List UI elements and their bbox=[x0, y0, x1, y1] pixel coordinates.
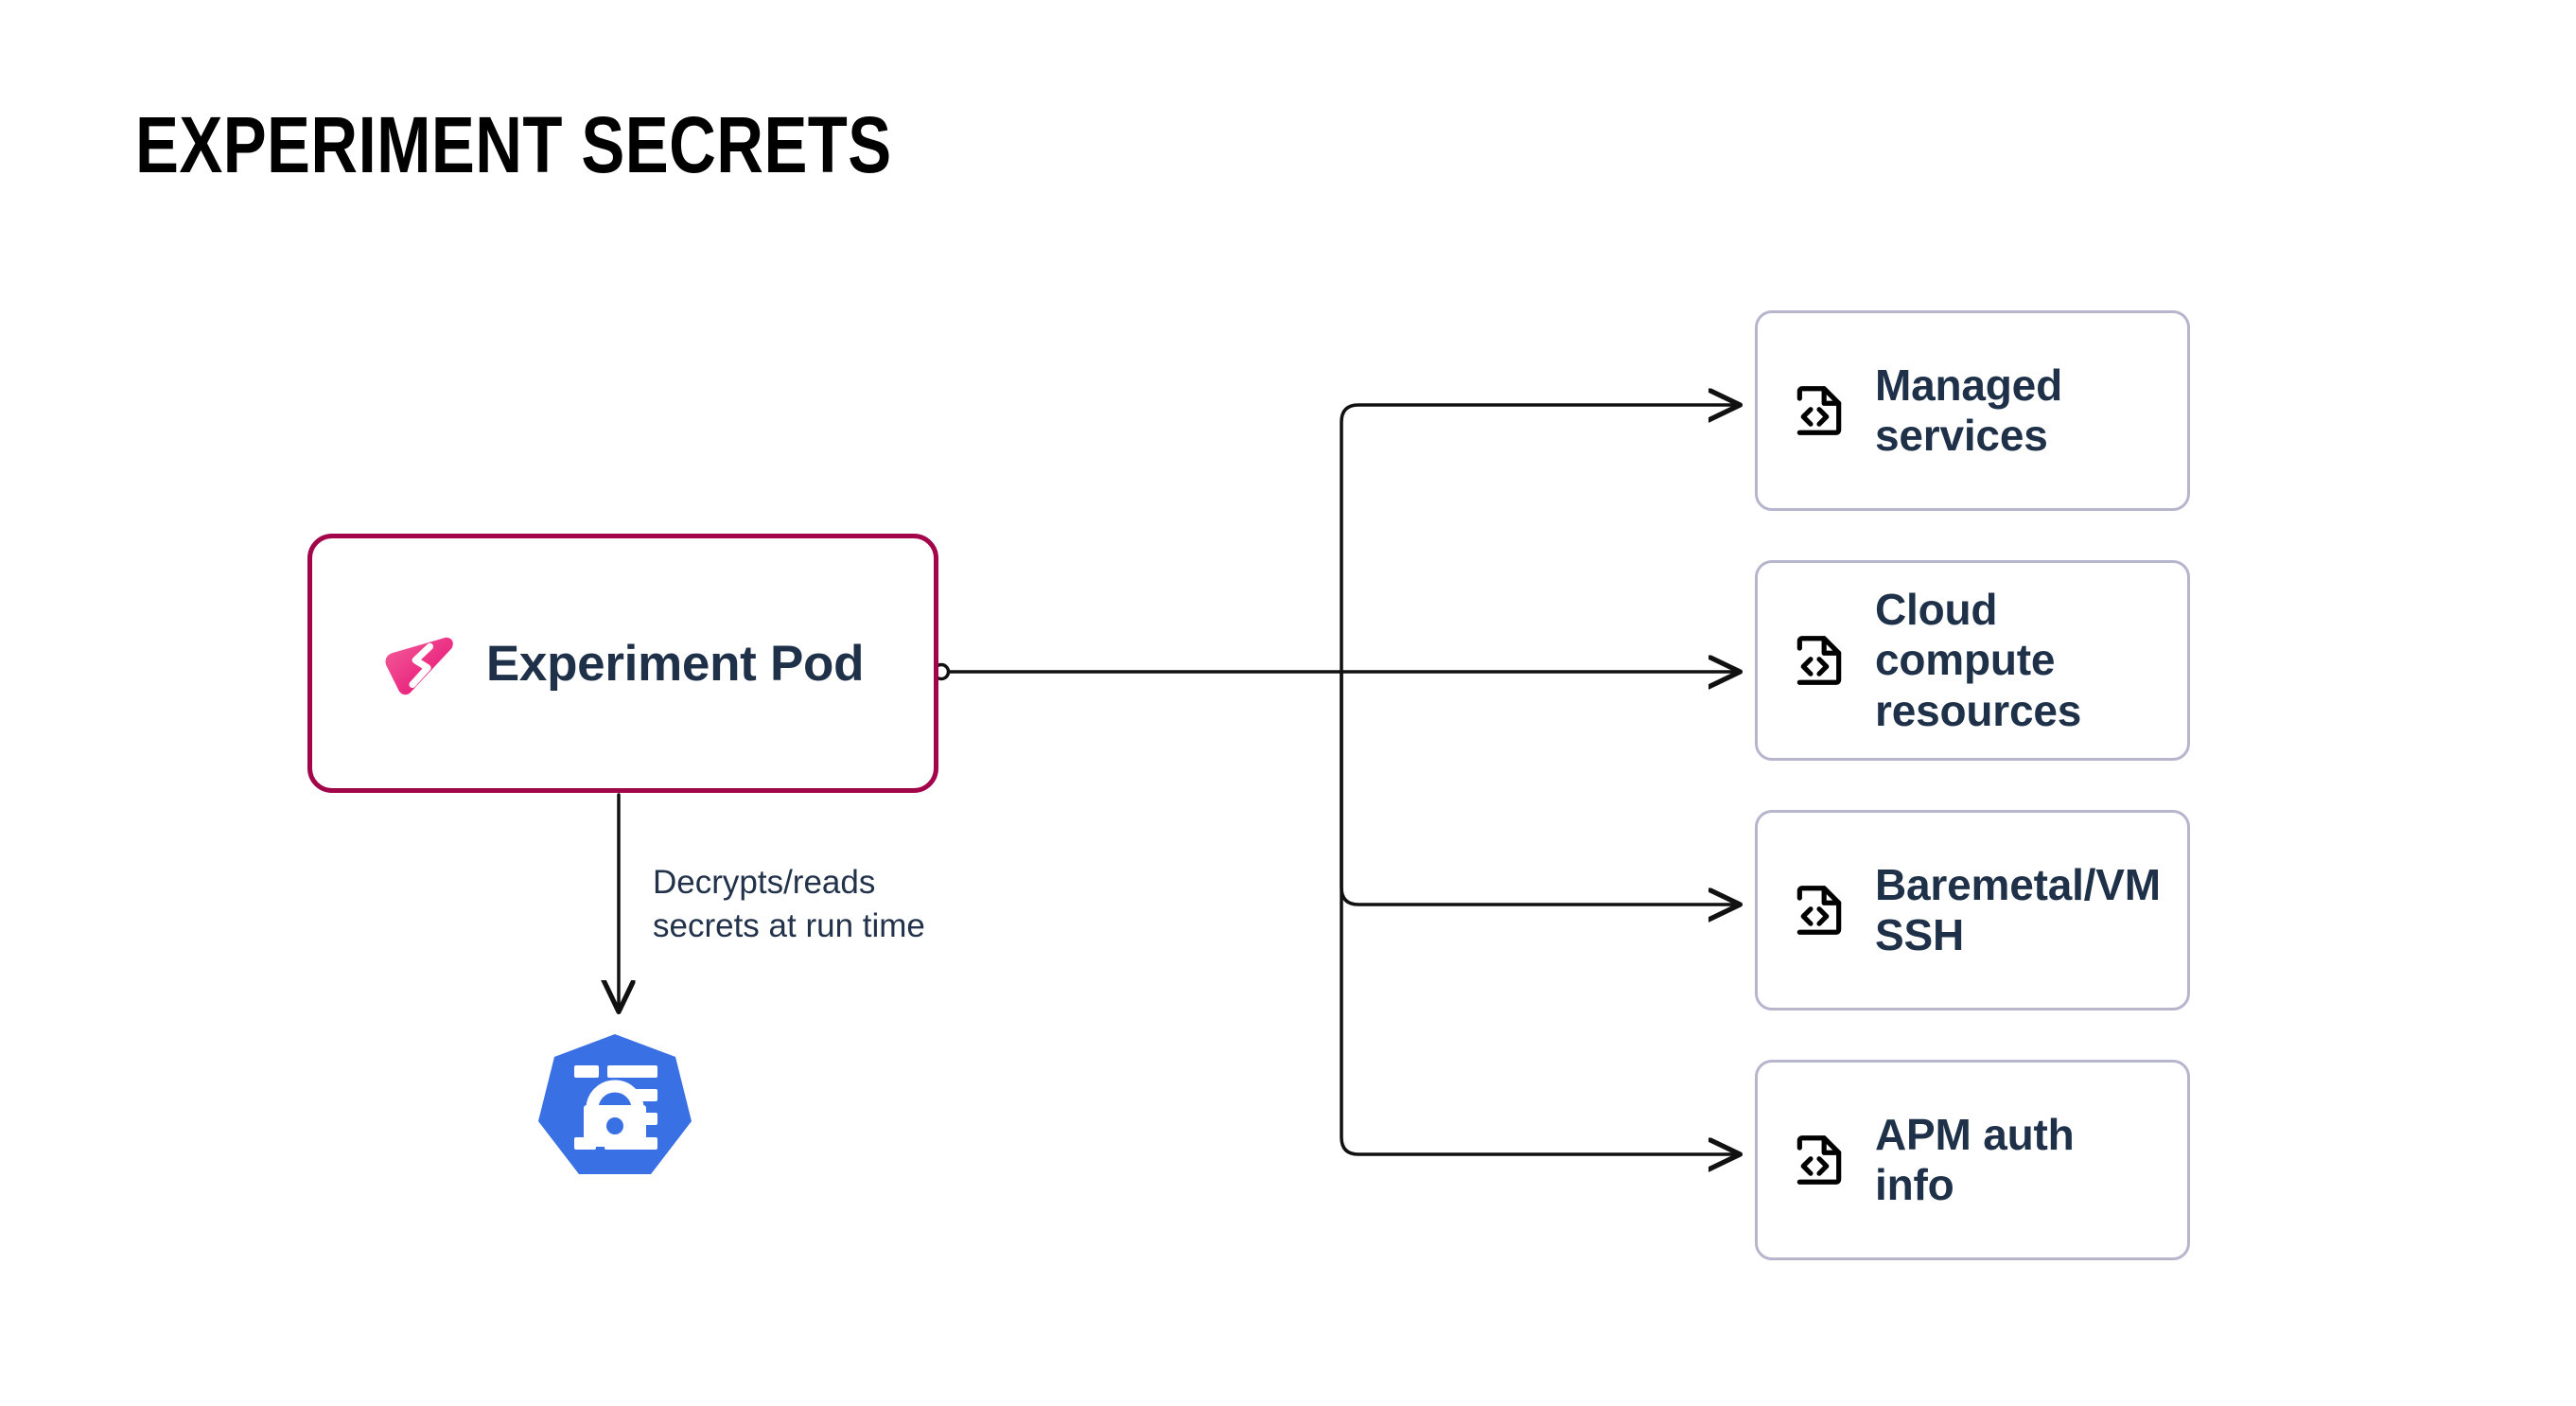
edge-trunk-to-target-2 bbox=[1340, 670, 1739, 905]
target-card-label-line-1: APM auth info bbox=[1875, 1109, 2075, 1209]
experiment-pod-label: Experiment Pod bbox=[485, 635, 865, 692]
target-card-label-line-1: Managed bbox=[1875, 360, 2062, 410]
target-card-label-line-2: SSH bbox=[1875, 910, 1964, 959]
kubernetes-secret-node[interactable]: secret secret bbox=[535, 1031, 694, 1221]
edge-trunk-to-target-3 bbox=[1340, 670, 1739, 1154]
kubernetes-secret-icon: secret bbox=[538, 1034, 692, 1216]
target-card-label: Cloud compute resources bbox=[1875, 585, 2164, 736]
target-card-label-line-2: services bbox=[1875, 411, 2048, 460]
file-code-icon bbox=[1796, 886, 1842, 935]
svg-text:secret: secret bbox=[576, 1185, 654, 1216]
target-card-label-line-1: Cloud compute bbox=[1875, 584, 2056, 685]
target-card-cloud-compute-resources[interactable]: Cloud compute resources bbox=[1755, 560, 2190, 761]
target-card-baremetal-vm-ssh[interactable]: Baremetal/VM SSH bbox=[1755, 810, 2190, 1011]
edge-trunk-to-target-0 bbox=[1340, 405, 1739, 674]
target-card-managed-services[interactable]: Managed services bbox=[1755, 310, 2190, 511]
edge-label-line-1: Decrypts/reads bbox=[653, 864, 876, 901]
file-code-icon bbox=[1796, 1135, 1842, 1185]
target-card-label-line-1: Baremetal/VM bbox=[1875, 859, 2161, 909]
target-card-apm-auth-info[interactable]: APM auth info bbox=[1755, 1060, 2190, 1260]
page-title: EXPERIMENT SECRETS bbox=[135, 100, 892, 189]
experiment-pod-node[interactable]: Experiment Pod bbox=[307, 534, 938, 793]
edge-label-decrypts-reads: Decrypts/reads secrets at run time bbox=[653, 861, 1031, 948]
target-card-label-line-2: resources bbox=[1875, 685, 2082, 735]
file-code-icon bbox=[1796, 386, 1842, 435]
edge-label-line-2: secrets at run time bbox=[653, 907, 925, 945]
target-card-label: Managed services bbox=[1875, 360, 2062, 462]
target-card-label: APM auth info bbox=[1875, 1110, 2164, 1211]
target-card-label: Baremetal/VM SSH bbox=[1875, 860, 2161, 961]
file-code-icon bbox=[1796, 636, 1842, 685]
litmus-chaos-logo-icon bbox=[385, 637, 453, 695]
